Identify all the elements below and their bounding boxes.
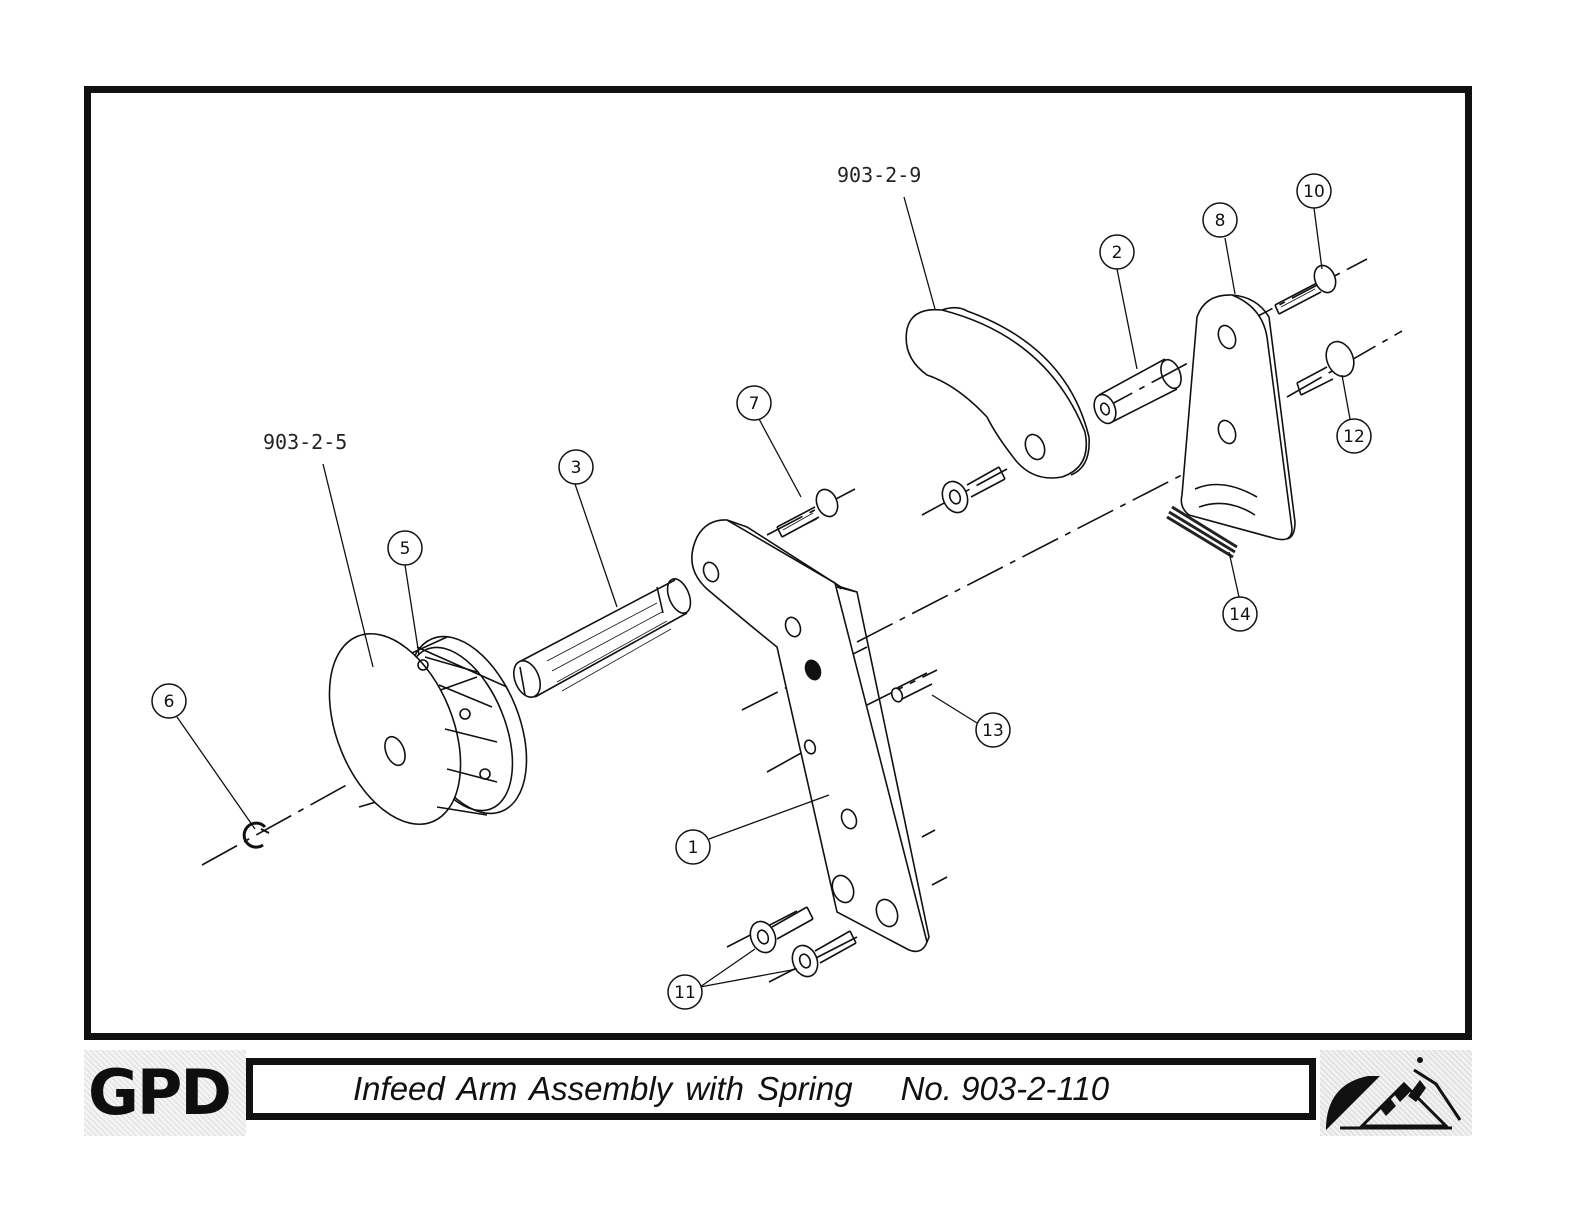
company-logo: GPD xyxy=(84,1050,246,1136)
logo-text: GPD xyxy=(88,1058,230,1128)
drawing-number: No. 903-2-110 xyxy=(901,1070,1110,1108)
callout-8: 8 xyxy=(1215,211,1226,231)
pulley xyxy=(304,615,550,844)
dowel-pin xyxy=(890,673,932,703)
callout-10: 10 xyxy=(1303,182,1325,202)
company-emblem-icon xyxy=(1320,1050,1472,1136)
callout-3: 3 xyxy=(571,458,582,478)
screw xyxy=(938,467,1005,516)
callout-14: 14 xyxy=(1229,605,1251,625)
arm-plate xyxy=(692,520,947,951)
centerline xyxy=(857,462,1207,642)
subassembly-label-pulley: 903-2-5 xyxy=(263,430,347,454)
centerline xyxy=(202,782,352,865)
bracket xyxy=(1181,295,1295,540)
cam-plate xyxy=(906,308,1089,478)
drawing-frame: 903-2-9 903-2-5 1 2 3 5 6 7 8 10 11 xyxy=(84,86,1472,1040)
subassembly-label-cam: 903-2-9 xyxy=(837,163,921,187)
spacer xyxy=(1090,357,1185,427)
callout-2: 2 xyxy=(1112,243,1123,263)
callout-12: 12 xyxy=(1343,427,1365,447)
callout-6: 6 xyxy=(164,692,175,712)
callout-11: 11 xyxy=(674,983,696,1003)
screw xyxy=(1275,262,1340,314)
title-block: GPD Infeed Arm Assembly with Spring No. … xyxy=(84,1050,1472,1136)
callout-13: 13 xyxy=(982,721,1004,741)
callout-1: 1 xyxy=(688,838,699,858)
screw xyxy=(777,486,842,537)
drawing-title: Infeed Arm Assembly with Spring xyxy=(353,1070,853,1108)
callout-7: 7 xyxy=(749,394,760,414)
callout-5: 5 xyxy=(400,539,411,559)
title-box: Infeed Arm Assembly with Spring No. 903-… xyxy=(246,1058,1316,1120)
exploded-assembly-drawing: 903-2-9 903-2-5 1 2 3 5 6 7 8 10 11 xyxy=(91,93,1465,1033)
shaft xyxy=(509,576,695,702)
centerline xyxy=(767,489,855,535)
